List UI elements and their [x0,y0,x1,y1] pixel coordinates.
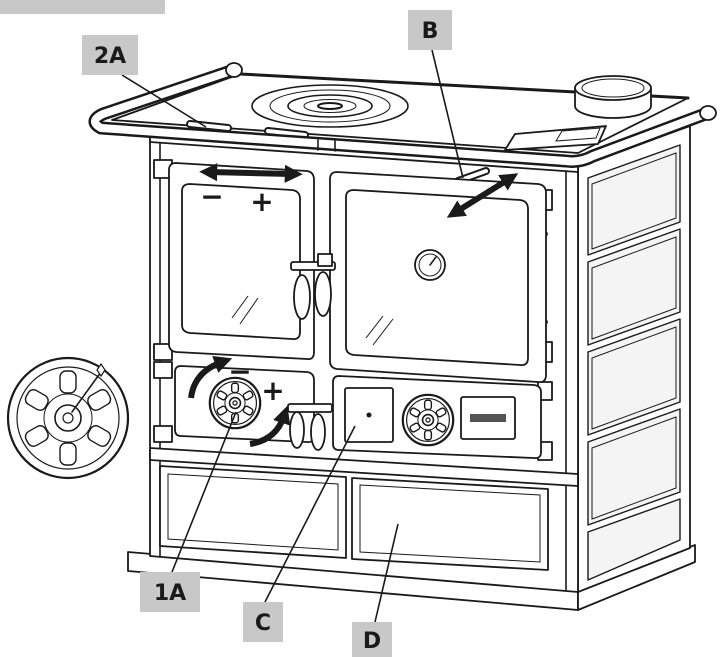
leader-lines [121,49,464,623]
right-drawer [351,477,549,571]
callout-1a: 1A [140,572,200,612]
brand-plate-mark [470,414,506,422]
firebox-door [168,162,315,361]
callout-2a: 2A [82,35,138,75]
side-panel [577,125,691,593]
lower-plus-sign: + [261,374,284,407]
damper-slider-rods [186,120,309,139]
stove [88,62,717,611]
ash-pan-panel [332,375,542,460]
storage-drawers [149,447,579,571]
upper-plus-sign: + [250,185,273,218]
lower-door-handle-icon [287,403,333,451]
double-arrow-icon [199,163,303,183]
upper-minus-sign: − [200,180,223,213]
top-plate-cover [504,125,607,151]
callout-d-label: D [363,629,381,654]
cleaning-hatch-knob [366,412,372,418]
double-arrow-icon [446,173,519,218]
callout-2a-label: 2A [94,44,126,69]
adjustment-arrows [188,163,519,447]
top-rail [88,62,717,168]
door-handle-icon [290,253,336,320]
callout-b-label: B [422,19,439,44]
callout-c: C [243,602,283,642]
oven-door [329,171,547,384]
hotplate-rings [251,84,409,128]
lower-minus-sign: − [228,355,251,388]
callout-c-label: C [255,611,271,636]
side-tile [587,498,681,581]
air-vent-wheel-icon [402,394,454,446]
wheel-pointer [96,362,106,378]
callout-b: B [408,10,452,50]
vent-wheel-detail [6,356,130,480]
curved-arrow-icon [249,405,291,447]
air-vent-wheel-icon [6,356,130,480]
curved-arrow-icon [188,355,233,399]
side-tile [587,228,681,346]
flue-outlet [574,75,652,119]
side-tile [587,144,681,256]
thermometer-icon [414,249,446,281]
adjustment-signs: − + − + [200,180,284,407]
side-tile [587,408,681,526]
cooktop [111,72,690,154]
callout-d: D [352,622,392,657]
firebox-door-glass [181,183,301,341]
side-tile [587,318,681,436]
callout-1a-label: 1A [154,581,186,606]
partial-callout-box [0,0,165,14]
